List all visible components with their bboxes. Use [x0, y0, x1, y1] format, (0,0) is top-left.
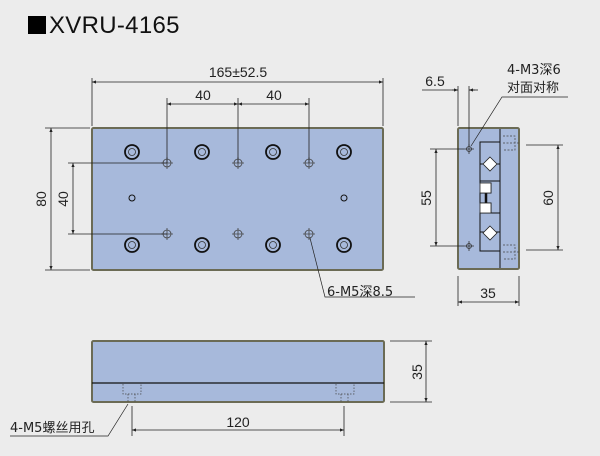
- product-title: XVRU-4165: [28, 12, 180, 40]
- counterbore-holes: [124, 144, 352, 253]
- dim-front-height: 35: [409, 364, 425, 380]
- side-view: 6.5 55 60 35 4-M3深6 对面对称: [418, 63, 568, 306]
- dim-pitch-2: 40: [266, 87, 282, 103]
- dim-overall-length: 165±52.5: [209, 64, 268, 80]
- dim-inner-spacing: 55: [418, 190, 434, 206]
- callout-m3-line1: 4-M3深6: [507, 63, 561, 78]
- front-view-body: [91, 340, 385, 403]
- dim-hole-spacing: 40: [55, 191, 71, 207]
- dim-outer-spacing: 60: [540, 190, 556, 206]
- top-view-body: [91, 127, 384, 271]
- side-view-body: [457, 127, 520, 270]
- dim-width: 35: [480, 285, 496, 301]
- top-view: 165±52.5 40 40 80 40 6-M5深8.5: [33, 64, 415, 300]
- dim-offset: 6.5: [425, 73, 445, 89]
- dim-height: 80: [33, 191, 49, 207]
- title-text: XVRU-4165: [49, 12, 180, 39]
- callout-mounting-holes: 4-M5螺丝用孔: [10, 421, 94, 436]
- callout-m5-holes: 6-M5深8.5: [327, 285, 393, 300]
- m3-holes: [464, 144, 474, 251]
- dim-pitch-1: 40: [195, 87, 211, 103]
- dim-front-hole-spacing: 120: [226, 414, 250, 430]
- callout-m3-line2: 对面对称: [507, 81, 559, 96]
- front-view: 35 120 4-M5螺丝用孔: [10, 340, 432, 437]
- square-bullet-icon: [28, 16, 46, 34]
